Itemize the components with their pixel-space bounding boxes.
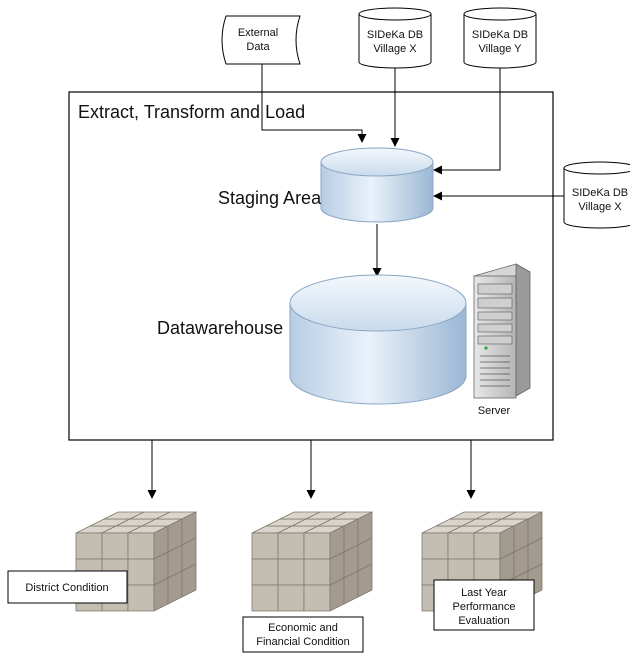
db-x-right-line2: Village X: [578, 201, 622, 213]
economic-financial-cube: [251, 511, 373, 612]
cube-cell-face: [303, 532, 331, 560]
district-condition-label-box: District Condition: [7, 570, 128, 604]
district-condition-label: District Condition: [25, 582, 108, 594]
external-to-staging-connector: [261, 64, 367, 143]
external-data-line1: External: [238, 27, 278, 39]
sideka-db-village-y-top: SIDeKa DB Village Y: [463, 7, 537, 69]
performance-evaluation-label-box: Last Year Performance Evaluation: [433, 579, 535, 631]
economic-label-line2: Financial Condition: [256, 636, 350, 648]
external-data-line2: Data: [246, 41, 270, 53]
db-y-top-line1: SIDeKa DB: [472, 29, 528, 41]
cube-cell-face: [127, 532, 155, 560]
db-x-top-line2: Village X: [373, 43, 417, 55]
sideka-db-village-x-right: SIDeKa DB Village X: [563, 161, 630, 229]
db-x-top-line1: SIDeKa DB: [367, 29, 423, 41]
cube-cell-face: [277, 558, 305, 586]
external-data-document: External Data: [221, 15, 301, 65]
db-x-right-line1: SIDeKa DB: [572, 187, 628, 199]
cube-cell-face: [447, 532, 475, 560]
cube-cell-face: [473, 532, 501, 560]
cube-cell-face: [357, 563, 373, 598]
sideka-db-village-x-top: SIDeKa DB Village X: [358, 7, 432, 69]
datawarehouse-cylinder: [289, 274, 467, 405]
datawarehouse-label: Datawarehouse: [157, 318, 283, 338]
cube-cell-face: [127, 584, 155, 612]
cube-cell-face: [421, 532, 449, 560]
cube-cell-face: [303, 584, 331, 612]
cube-cell-face: [303, 558, 331, 586]
staging-area-cylinder: [320, 147, 434, 223]
db-y-top-to-staging-connector: [433, 68, 501, 175]
cube-cell-face: [251, 558, 279, 586]
evaluation-label-line2: Performance: [453, 601, 516, 613]
cube-cell-face: [127, 558, 155, 586]
evaluation-label-line3: Evaluation: [458, 615, 509, 627]
cube-cell-face: [75, 532, 103, 560]
db-y-top-line2: Village Y: [478, 43, 522, 55]
etl-title: Extract, Transform and Load: [78, 102, 305, 122]
cube-cell-face: [101, 532, 129, 560]
cube-cell-face: [251, 584, 279, 612]
cube-cell-face: [251, 532, 279, 560]
cube-cell-face: [181, 563, 197, 598]
evaluation-label-line1: Last Year: [461, 587, 507, 599]
server-label: Server: [478, 405, 511, 417]
staging-area-label: Staging Area: [218, 188, 322, 208]
cube-cell-face: [277, 584, 305, 612]
economic-label-line1: Economic and: [268, 622, 338, 634]
server-icon: [472, 263, 532, 399]
cube-cell-face: [277, 532, 305, 560]
economic-financial-label-box: Economic and Financial Condition: [242, 616, 364, 653]
